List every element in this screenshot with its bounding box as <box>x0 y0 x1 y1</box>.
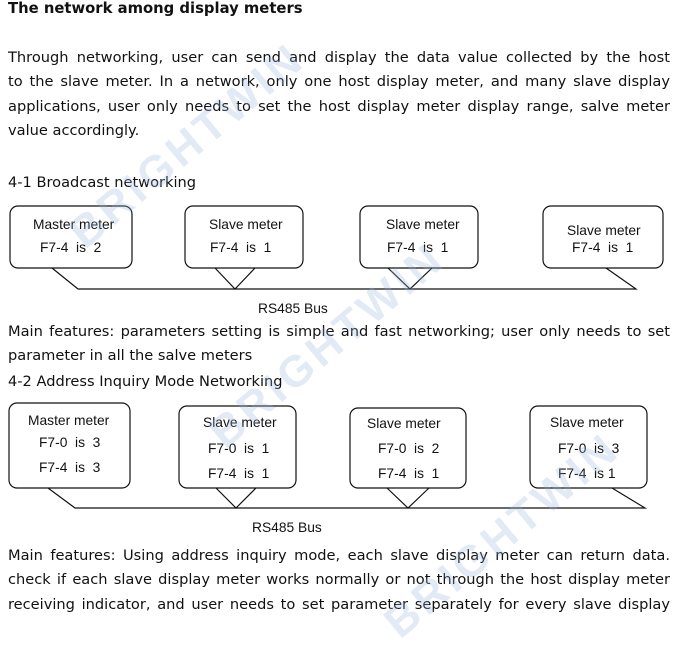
box-line: F7-4 is 3 <box>39 460 101 475</box>
box-line: F7-0 is 3 <box>39 435 101 450</box>
bus-line <box>47 487 648 509</box>
broadcast-diagram: Master meter F7-4 is 2 Slave meter F7-4 … <box>9 205 664 315</box>
bus-tap <box>215 487 257 509</box>
box-title: Slave meter <box>550 415 624 430</box>
box-line: F7-4 is 1 <box>210 240 271 255</box>
features-line: parameter in all the salve meters <box>8 347 253 365</box>
intro-paragraph: Through networking, user can send and di… <box>8 46 670 143</box>
box-title: Slave meter <box>203 415 277 430</box>
section2-heading: 4-2 Address Inquiry Mode Networking <box>8 373 283 390</box>
slave-meter-box <box>359 205 479 269</box>
features-line: check if each slave display meter works … <box>8 571 670 589</box>
box-title: Slave meter <box>209 217 283 232</box>
slave-meter-box <box>542 205 664 269</box>
features-line: Main features: parameters setting is sim… <box>8 323 670 340</box>
page-title: The network among display meters <box>8 0 303 17</box>
address-inquiry-diagram: Master meter F7-0 is 3 F7-4 is 3 Slave m… <box>8 402 648 535</box>
intro-line: to the slave meter. In a network, only o… <box>8 73 670 91</box>
box-line: F7-4 is 1 <box>378 466 439 481</box>
section2-features: Main features: Using address inquiry mod… <box>8 544 670 617</box>
box-line: F7-4 is 1 <box>208 466 269 481</box>
bus-tap <box>387 267 433 290</box>
box-title: Master meter <box>33 217 115 232</box>
features-line: Main features: Using address inquiry mod… <box>8 547 670 564</box>
intro-line: applications, user only needs to set the… <box>8 97 670 115</box>
box-line: F7-4 is 1 <box>558 466 616 481</box>
features-line: receiving indicator, and user needs to s… <box>8 595 670 613</box>
box-line: F7-4 is 2 <box>40 240 101 255</box>
box-line: F7-4 is 1 <box>572 240 633 255</box>
intro-line: Through networking, user can send and di… <box>8 49 670 66</box>
box-line: F7-0 is 3 <box>558 441 620 456</box>
box-line: F7-0 is 2 <box>378 441 439 456</box>
slave-meter-box <box>178 405 297 489</box>
bus-tap <box>214 267 256 290</box>
bus-tap <box>386 487 430 509</box>
bus-line <box>51 267 638 290</box>
box-title: Master meter <box>28 413 110 428</box>
master-meter-box <box>8 402 131 489</box>
box-line: F7-4 is 1 <box>387 240 448 255</box>
box-title: Slave meter <box>386 217 460 232</box>
bus-label: RS485 Bus <box>258 301 328 315</box>
master-meter-box <box>9 205 133 269</box>
section1-heading: 4-1 Broadcast networking <box>8 174 197 191</box>
slave-meter-box <box>529 405 648 489</box>
bus-label: RS485 Bus <box>252 520 322 535</box>
section1-features: Main features: parameters setting is sim… <box>8 320 670 369</box>
slave-meter-box <box>349 407 467 489</box>
slave-meter-box <box>184 205 304 269</box>
box-title: Slave meter <box>567 223 641 238</box>
box-line: F7-0 is 1 <box>208 441 269 456</box>
box-title: Slave meter <box>367 416 441 431</box>
intro-line: value accordingly. <box>8 121 140 139</box>
